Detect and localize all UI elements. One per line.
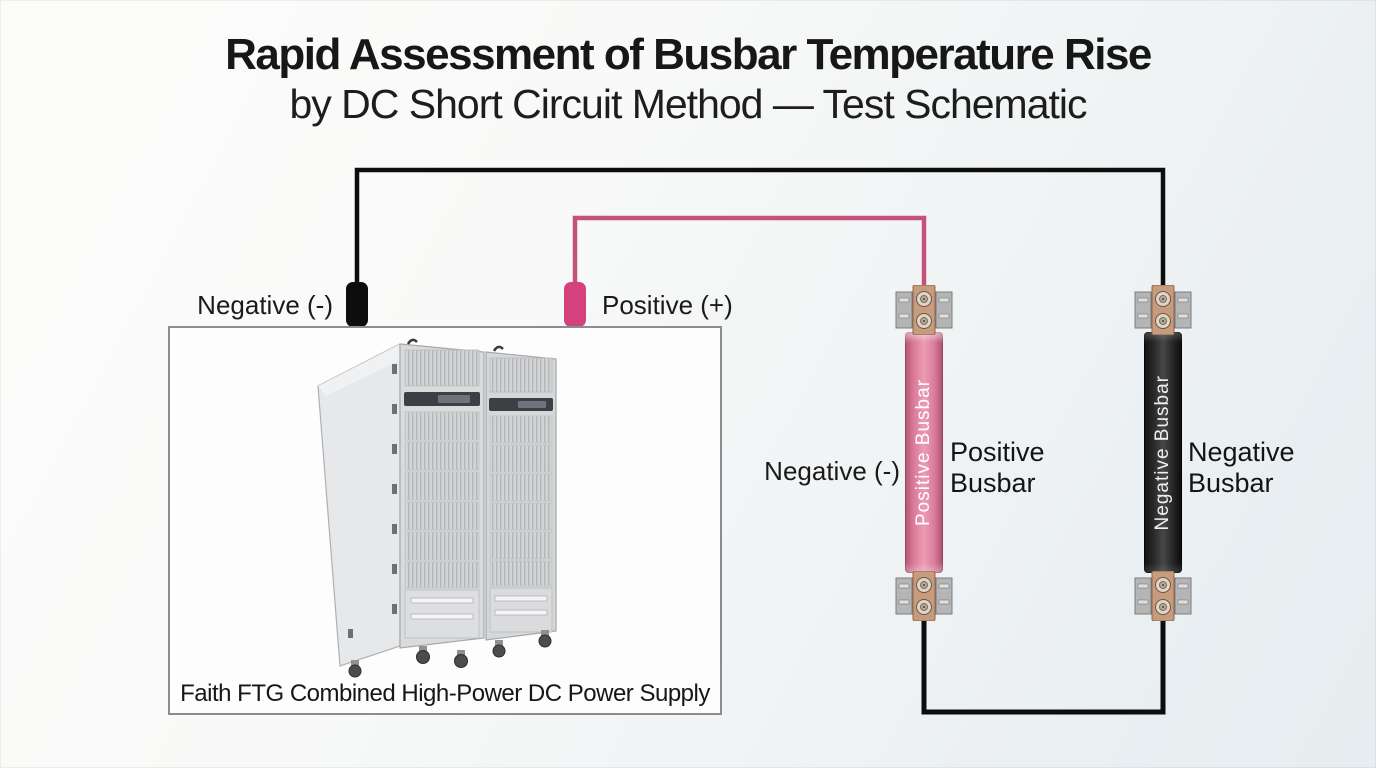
positive-busbar-side-label: Positive Busbar (950, 437, 1045, 498)
power-supply-box: Faith FTG Combined High-Power DC Power S… (168, 326, 722, 715)
power-supply-caption: Faith FTG Combined High-Power DC Power S… (180, 680, 710, 707)
negative-terminal-label: Negative (-) (197, 290, 333, 320)
cabinet-edge-screws (348, 364, 397, 638)
page-title: Rapid Assessment of Busbar Temperature R… (225, 30, 1152, 79)
short-circuit-wire (921, 600, 1166, 715)
negative-busbar-side-label: Negative Busbar (1188, 437, 1295, 498)
negative-busbar-bottom-clamp (1134, 571, 1192, 621)
positive-terminal (564, 282, 586, 327)
cabinet-hook-right (492, 345, 504, 352)
power-supply-cabinet-image (317, 338, 557, 678)
negative-busbar-on-bar-label: Negative Busbar (1152, 374, 1173, 531)
negative-terminal (346, 282, 368, 327)
positive-busbar: Positive Busbar (905, 332, 943, 573)
cabinet-hook-left (406, 338, 418, 345)
positive-busbar-bottom-clamp (895, 571, 953, 621)
page-subtitle: by DC Short Circuit Method — Test Schema… (289, 80, 1087, 127)
negative-busbar-top-clamp (1134, 285, 1192, 335)
positive-busbar-adjacent-label: Negative (-) (764, 456, 900, 486)
negative-supply-wire (354, 167, 1166, 300)
positive-busbar-on-bar-label: Positive Busbar (913, 378, 934, 526)
positive-busbar-top-clamp (895, 285, 953, 335)
negative-busbar: Negative Busbar (1144, 332, 1182, 573)
cabinet-side-top-highlight (318, 344, 400, 396)
title-block: Rapid Assessment of Busbar Temperature R… (0, 30, 1376, 128)
positive-supply-wire (572, 215, 927, 300)
positive-terminal-label: Positive (+) (602, 290, 733, 320)
cabinet-casters (348, 630, 552, 678)
